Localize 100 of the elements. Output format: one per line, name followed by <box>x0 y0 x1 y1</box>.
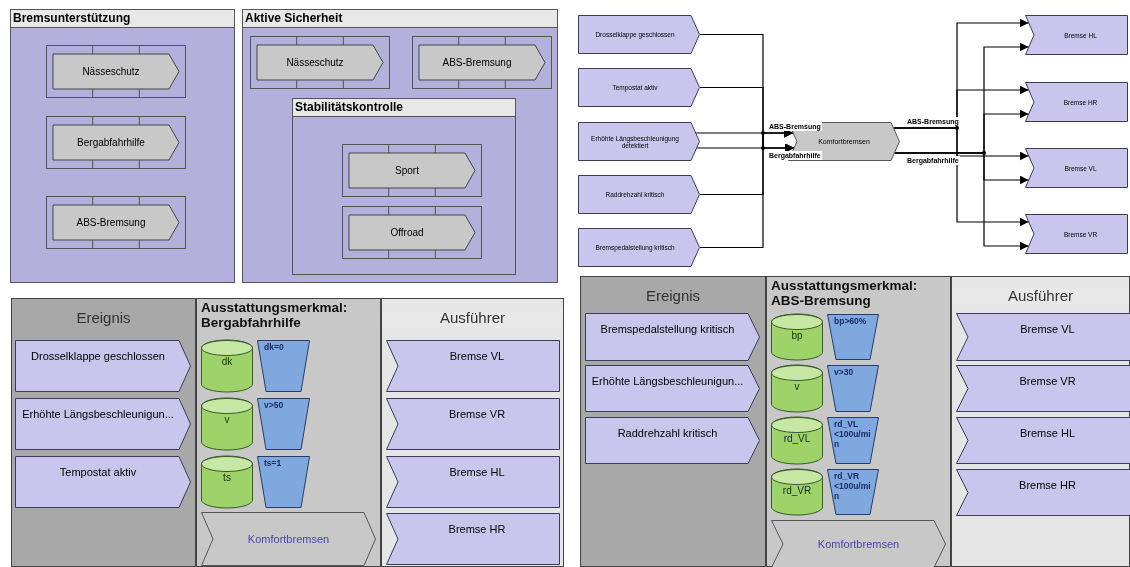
lane-title: Ausstattungsmerkmal: ABS-Bremsung <box>771 278 919 308</box>
event-box <box>585 365 760 412</box>
executor-box <box>956 313 1130 361</box>
node-label: Bremspedalstellung kritisch <box>600 323 735 335</box>
event-box <box>585 313 760 361</box>
swimlane <box>196 298 381 567</box>
node-label: Nässeschutz <box>82 66 140 77</box>
node-label: Komfortbremsen <box>247 533 330 545</box>
event-box <box>15 456 191 508</box>
node-label: Sport <box>395 165 419 176</box>
node-label: ts=1 <box>264 458 282 468</box>
condition-trapezoid <box>827 417 879 464</box>
event-box <box>15 340 191 392</box>
data-cylinder <box>201 456 253 508</box>
swimlane <box>766 276 951 567</box>
node-label: Raddrehzahl kritisch <box>617 427 718 439</box>
executor-box <box>386 456 560 508</box>
function-box <box>46 196 186 249</box>
node-label: Bremse VR <box>1019 375 1076 387</box>
event-box <box>578 68 700 107</box>
event-box <box>15 398 191 450</box>
group-title: Stabilitätskontrolle <box>293 99 515 117</box>
function-box <box>412 36 552 89</box>
function-box <box>201 512 376 566</box>
executor-box <box>386 398 560 450</box>
swimlane <box>11 298 196 567</box>
event-box <box>585 417 760 464</box>
condition-trapezoid <box>257 456 310 508</box>
node-label: v>50 <box>264 400 284 410</box>
node-label: Bremse HR <box>1019 479 1076 491</box>
function-box <box>46 116 186 169</box>
connector-arrow <box>699 128 794 249</box>
node-label: Drosselklappe geschlossen <box>31 350 165 362</box>
data-cylinder <box>201 398 253 450</box>
data-cylinder <box>771 469 823 515</box>
node-label: v <box>794 381 800 392</box>
lane-title: Ereignis <box>75 309 132 326</box>
executor-box <box>956 469 1130 516</box>
group-panel <box>242 9 558 283</box>
condition-trapezoid <box>827 469 879 515</box>
function-box <box>342 144 482 197</box>
node-label: Offroad <box>390 227 424 238</box>
condition-trapezoid <box>827 365 879 412</box>
executor-box <box>1025 82 1128 122</box>
node-label: dk=0 <box>264 342 284 352</box>
connector-arrow <box>894 152 1030 251</box>
node-label: Tempostat aktiv <box>59 466 137 478</box>
group-panel <box>292 98 516 275</box>
node-label: Bremse VR <box>448 408 506 420</box>
executor-box <box>956 417 1130 464</box>
node-label: v>30 <box>834 367 854 377</box>
node-label: Bremse HL <box>449 466 505 478</box>
lane-title: Ausstattungsmerkmal: Bergabfahrhilfe <box>201 300 349 330</box>
connector-arrow <box>696 143 795 153</box>
event-box <box>578 175 700 214</box>
node-label: bp>60% <box>834 316 867 326</box>
function-box <box>46 45 186 98</box>
node-label: Erhöhte Längsbeschleunigun... <box>22 408 174 420</box>
group-title: Aktive Sicherheit <box>243 10 557 28</box>
node-label: Bremse HL <box>1020 427 1075 439</box>
executor-box <box>956 365 1130 412</box>
swimlane <box>580 276 766 567</box>
node-label: Bremse VL <box>449 350 505 362</box>
function-box <box>342 206 482 259</box>
node-label: Komfortbremsen <box>817 538 900 550</box>
event-box <box>578 228 700 267</box>
event-box <box>578 122 700 161</box>
node-label: Nässeschutz <box>286 57 344 68</box>
node-label: Erhöhte Längsbeschleunigun... <box>591 375 744 387</box>
data-cylinder <box>201 340 253 392</box>
data-cylinder <box>771 365 823 412</box>
node-label: ts <box>223 472 231 483</box>
node-label: Bremse HR <box>448 523 506 535</box>
condition-trapezoid <box>257 340 310 392</box>
node-label: rd_VL <100u/min <box>834 419 872 449</box>
function-box <box>771 520 946 567</box>
node-label: bp <box>791 330 803 341</box>
executor-box <box>386 340 560 392</box>
executor-box <box>1025 148 1128 188</box>
executor-box <box>1025 214 1128 254</box>
node-label: v <box>224 414 230 425</box>
lane-title: Ereignis <box>644 287 702 304</box>
node-label: ABS-Bremsung <box>442 57 512 68</box>
node-label: rd_VR <box>782 485 812 496</box>
node-label: Bremse VL <box>1020 323 1075 335</box>
data-cylinder <box>771 314 823 360</box>
node-label: rd_VL <box>783 433 811 444</box>
executor-box <box>386 513 560 565</box>
node-label: Bergabfahrhilfe <box>77 137 145 148</box>
function-box <box>250 36 390 89</box>
event-box <box>578 15 700 54</box>
group-title: Bremsunterstützung <box>11 10 234 28</box>
group-panel <box>10 9 235 283</box>
node-label: rd_VR <100u/min <box>834 471 872 501</box>
executor-box <box>1025 15 1128 55</box>
swimlane <box>951 276 1130 567</box>
swimlane <box>381 298 564 567</box>
node-label: ABS-Bremsung <box>76 217 146 228</box>
condition-trapezoid <box>257 398 310 450</box>
condition-trapezoid <box>827 314 879 360</box>
